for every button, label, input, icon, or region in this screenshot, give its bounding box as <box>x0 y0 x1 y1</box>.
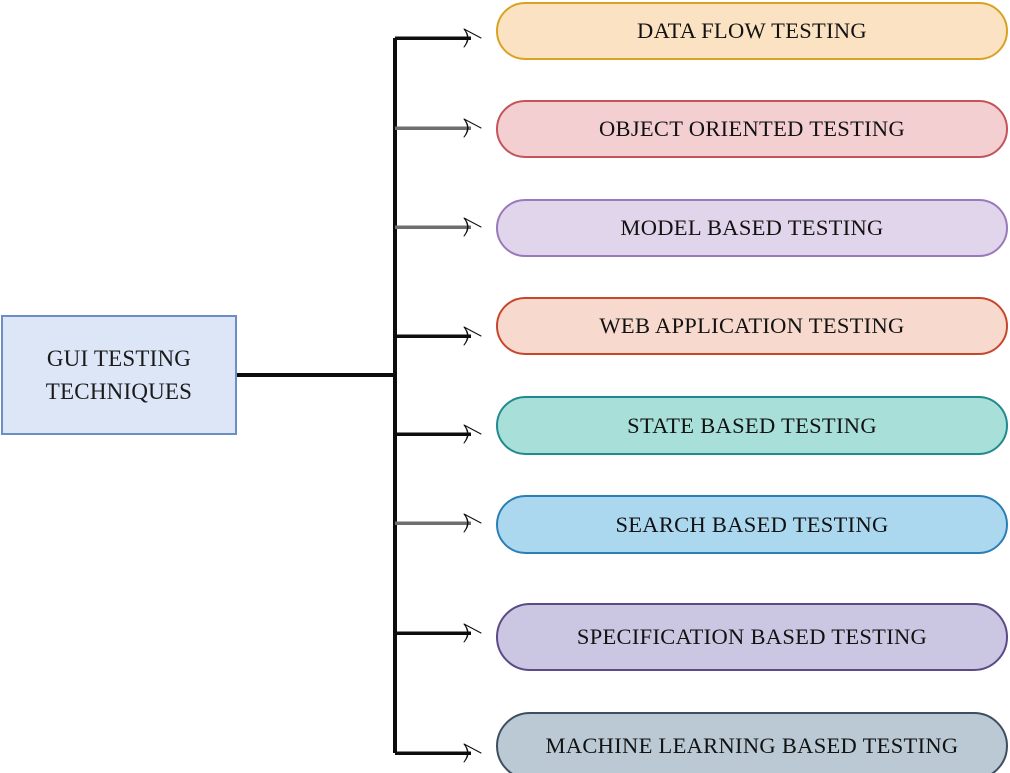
leaf-node-machine-learning-based-testing[interactable]: MACHINE LEARNING BASED TESTING <box>496 712 1008 773</box>
leaf-node-model-based-testing[interactable]: MODEL BASED TESTING <box>496 199 1008 257</box>
leaf-node-label: DATA FLOW TESTING <box>637 18 867 43</box>
leaf-node-label: WEB APPLICATION TESTING <box>599 313 905 338</box>
leaf-node-object-oriented-testing[interactable]: OBJECT ORIENTED TESTING <box>496 100 1008 158</box>
leaf-node-data-flow-testing[interactable]: DATA FLOW TESTING <box>496 2 1008 60</box>
leaf-node-label: MODEL BASED TESTING <box>620 215 884 240</box>
leaf-node-web-application-testing[interactable]: WEB APPLICATION TESTING <box>496 297 1008 355</box>
root-node-label-line1: GUI TESTING <box>46 345 192 371</box>
root-node-gui-testing-techniques[interactable]: GUI TESTING TECHNIQUES <box>1 315 237 435</box>
leaf-node-label: SPECIFICATION BASED TESTING <box>576 624 928 649</box>
root-node-label-line2: TECHNIQUES <box>45 379 193 404</box>
leaf-node-label: OBJECT ORIENTED TESTING <box>598 116 906 141</box>
leaf-node-search-based-testing[interactable]: SEARCH BASED TESTING <box>496 495 1008 554</box>
leaf-node-specification-based-testing[interactable]: SPECIFICATION BASED TESTING <box>496 603 1008 671</box>
leaf-node-label: MACHINE LEARNING BASED TESTING <box>545 733 959 758</box>
leaf-node-label: STATE BASED TESTING <box>627 412 877 438</box>
leaf-node-state-based-testing[interactable]: STATE BASED TESTING <box>496 396 1008 455</box>
leaf-node-label: SEARCH BASED TESTING <box>615 511 889 537</box>
